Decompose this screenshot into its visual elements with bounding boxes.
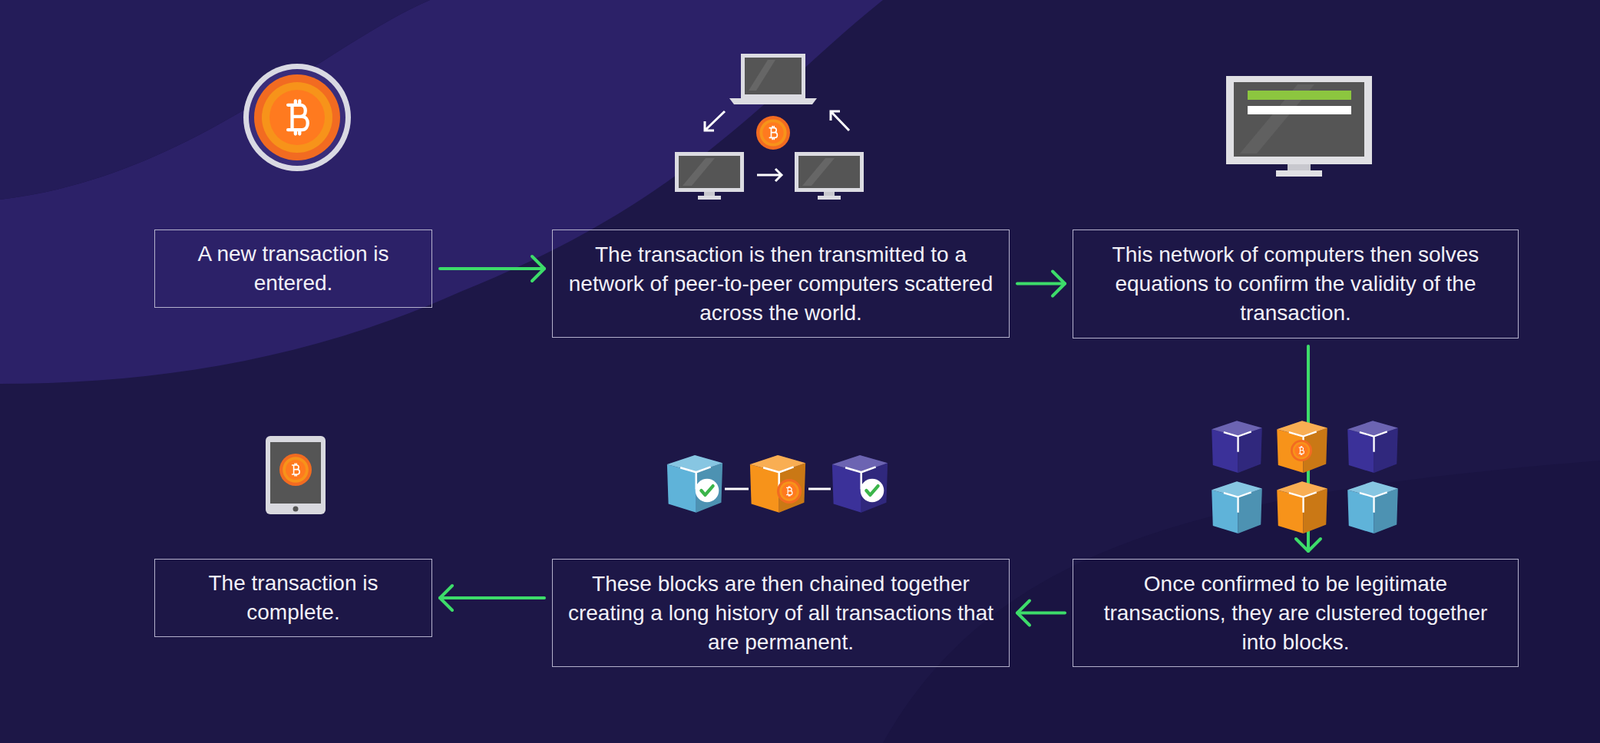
- flow-arrow: [1017, 601, 1065, 626]
- step-box: The transaction is then transmitted to a…: [552, 229, 1010, 338]
- step-box: A new transaction is entered.: [154, 229, 433, 308]
- step-text: Once confirmed to be legitimate transact…: [1084, 569, 1508, 658]
- step-text: A new transaction is entered.: [165, 239, 421, 298]
- network-icon: [674, 53, 864, 200]
- block-chain: [667, 455, 888, 513]
- step-box: Once confirmed to be legitimate transact…: [1072, 558, 1519, 668]
- flow-arrow: [439, 585, 545, 611]
- monitor-icon: [1226, 76, 1372, 177]
- step-text: This network of computers then solves eq…: [1084, 240, 1508, 328]
- step-text: The transaction is then transmitted to a…: [563, 240, 999, 328]
- step-text: These blocks are then chained together c…: [563, 569, 999, 658]
- bitcoin-coin: [243, 63, 351, 172]
- flow-arrow: [1017, 271, 1065, 297]
- step-box: These blocks are then chained together c…: [552, 558, 1010, 668]
- step-box: The transaction is complete.: [154, 558, 433, 638]
- block-cluster: [1211, 420, 1399, 534]
- tablet-icon: [265, 436, 326, 515]
- step-box: This network of computers then solves eq…: [1072, 229, 1519, 339]
- step-text: The transaction is complete.: [165, 568, 421, 628]
- flow-arrow: [439, 256, 545, 281]
